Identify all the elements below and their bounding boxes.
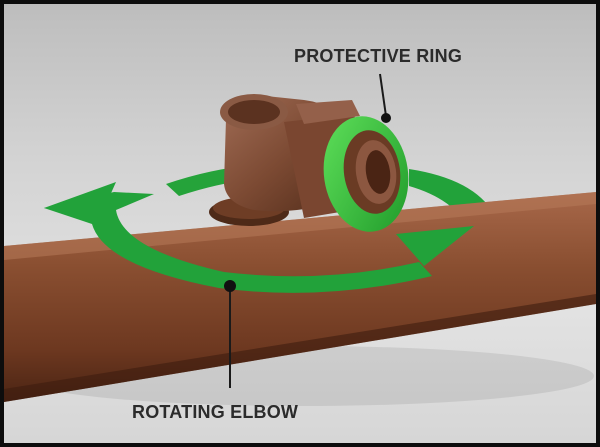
protective-ring-label: PROTECTIVE RING xyxy=(294,46,463,66)
elbow-diagram xyxy=(4,73,596,406)
protective-ring-callout-dot xyxy=(381,113,391,123)
rotating-elbow-label: ROTATING ELBOW xyxy=(132,402,299,422)
protective-ring xyxy=(323,116,409,232)
rotation-arrow-right-head xyxy=(396,226,474,266)
rotation-arrow-left-head xyxy=(44,182,116,218)
rotating-elbow-callout-dot xyxy=(224,280,236,292)
protective-ring-callout-line xyxy=(379,73,387,117)
rotating-elbow xyxy=(220,94,376,218)
